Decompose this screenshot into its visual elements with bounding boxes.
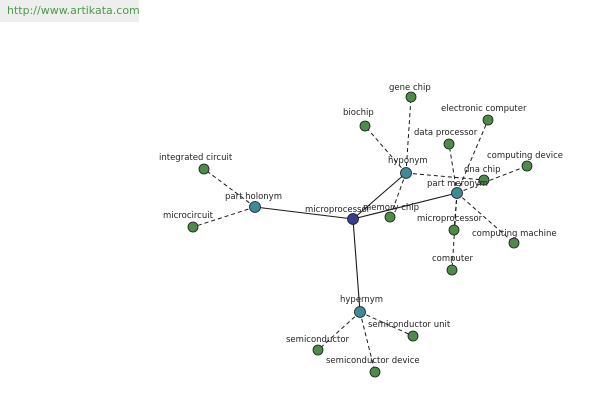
node-label-semiconductor: semiconductor bbox=[286, 335, 350, 345]
node-semiconductor-device[interactable] bbox=[369, 366, 381, 378]
node-computer[interactable] bbox=[446, 264, 458, 276]
node-computing-device[interactable] bbox=[521, 160, 533, 172]
edge-hyponym-to-memory-chip bbox=[389, 172, 407, 218]
node-computing-machine[interactable] bbox=[508, 237, 520, 249]
node-semiconductor-unit[interactable] bbox=[407, 330, 419, 342]
node-memory-chip[interactable] bbox=[384, 211, 396, 223]
node-label-memory-chip: memory chip bbox=[363, 203, 419, 213]
url-bar: http://www.artikata.com bbox=[0, 0, 140, 22]
edge-part-meronym-to-computing-machine bbox=[456, 192, 515, 244]
node-biochip[interactable] bbox=[359, 120, 371, 132]
node-label-hypernym: hypernym bbox=[340, 295, 383, 305]
node-label-gene-chip: gene chip bbox=[389, 83, 431, 93]
node-integrated-circuit[interactable] bbox=[198, 163, 210, 175]
node-microcircuit[interactable] bbox=[187, 221, 199, 233]
node-label-microcircuit: microcircuit bbox=[163, 211, 214, 221]
edge-part-holonym-to-microcircuit bbox=[192, 206, 256, 228]
node-label-center: microprocessor bbox=[305, 205, 371, 215]
edge-part-meronym-to-electronic-computer bbox=[456, 119, 489, 194]
site-url-link[interactable]: http://www.artikata.com bbox=[7, 4, 140, 17]
node-label-part-meronym: part meronym bbox=[427, 179, 488, 189]
node-label-data-processor: data processor bbox=[414, 128, 478, 138]
node-gene-chip[interactable] bbox=[405, 91, 417, 103]
node-label-part-holonym: part holonym bbox=[225, 192, 282, 202]
node-label-semiconductor-device: semiconductor device bbox=[326, 356, 420, 366]
node-hypernym[interactable] bbox=[354, 306, 366, 318]
edge-center-to-part-meronym bbox=[352, 192, 458, 220]
edge-part-meronym-to-data-processor bbox=[448, 143, 458, 194]
node-hyponym[interactable] bbox=[400, 167, 412, 179]
edge-hyponym-to-gene-chip bbox=[405, 96, 412, 174]
node-dna-chip[interactable] bbox=[478, 174, 490, 186]
node-label-semiconductor-unit: semiconductor unit bbox=[368, 320, 451, 330]
edge-hypernym-to-semiconductor bbox=[317, 311, 361, 351]
nodes-layer bbox=[187, 91, 533, 378]
node-label-microprocessor-leaf: microprocessor bbox=[417, 214, 483, 224]
edge-hypernym-to-semiconductor-device bbox=[359, 311, 376, 373]
node-label-computing-machine: computing machine bbox=[472, 229, 557, 239]
node-center[interactable] bbox=[347, 213, 359, 225]
node-part-meronym[interactable] bbox=[451, 187, 463, 199]
node-semiconductor[interactable] bbox=[312, 344, 324, 356]
edge-hyponym-to-biochip bbox=[364, 125, 407, 174]
node-part-holonym[interactable] bbox=[249, 201, 261, 213]
node-label-dna-chip: dna chip bbox=[464, 165, 501, 175]
node-label-biochip: biochip bbox=[343, 108, 374, 118]
node-microprocessor-leaf[interactable] bbox=[448, 224, 460, 236]
edge-center-to-hyponym bbox=[352, 172, 407, 220]
node-label-hyponym: hyponym bbox=[388, 156, 428, 166]
node-label-computing-device: computing device bbox=[487, 151, 563, 161]
node-data-processor[interactable] bbox=[443, 138, 455, 150]
node-electronic-computer[interactable] bbox=[482, 114, 494, 126]
node-label-computer: computer bbox=[432, 254, 473, 264]
edge-hyponym-to-dna-chip bbox=[405, 172, 485, 181]
edge-hypernym-to-semiconductor-unit bbox=[359, 311, 414, 337]
node-label-integrated-circuit: integrated circuit bbox=[159, 153, 233, 163]
node-label-electronic-computer: electronic computer bbox=[441, 104, 527, 114]
edge-center-to-part-holonym bbox=[254, 206, 354, 220]
edge-part-meronym-to-computing-device bbox=[456, 165, 528, 194]
edge-center-to-hypernym bbox=[352, 218, 361, 313]
edge-part-holonym-to-integrated-circuit bbox=[203, 168, 256, 208]
labels-layer: microprocessor hyponym part meronym part ho… bbox=[159, 83, 563, 366]
